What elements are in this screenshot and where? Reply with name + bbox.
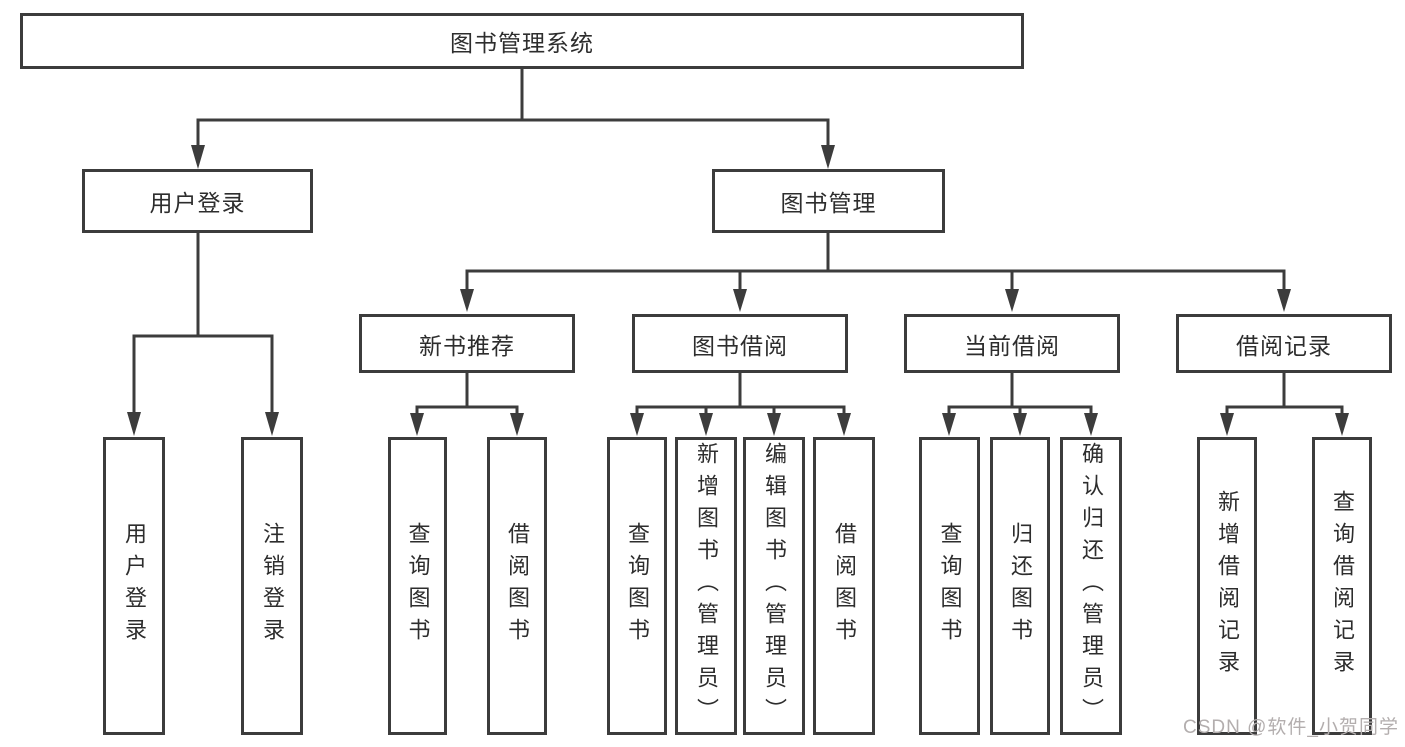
node-label: 图书管理系统: [450, 30, 594, 56]
leaf-add-borrow-record: 新增借阅记录: [1197, 437, 1257, 735]
leaf-return-book: 归还图书: [990, 437, 1050, 735]
node-book-management: 图书管理: [712, 169, 945, 233]
node-current-borrow: 当前借阅: [904, 314, 1120, 373]
node-borrow-record: 借阅记录: [1176, 314, 1392, 373]
node-label: 新书推荐: [419, 332, 515, 359]
node-user-login: 用户登录: [82, 169, 313, 233]
csdn-watermark: CSDN @软件_小贺同学: [1183, 717, 1399, 738]
connector-new-book-children: [410, 373, 524, 436]
connector-current-borrow-children: [942, 373, 1098, 436]
node-label: 用户登录: [149, 190, 246, 216]
node-new-book-recommend: 新书推荐: [359, 314, 575, 373]
node-label: 借阅图书: [505, 522, 530, 650]
leaf-query-book: 查询图书: [607, 437, 667, 735]
node-label: 图书借阅: [692, 332, 788, 359]
node-label: 编辑图书（管理员）: [762, 442, 787, 730]
node-root-system: 图书管理系统: [20, 13, 1024, 69]
leaf-query-borrow-record: 查询借阅记录: [1312, 437, 1372, 735]
leaf-borrow-book-recommend: 借阅图书: [487, 437, 547, 735]
node-label: 查询图书: [625, 522, 650, 650]
leaf-logout: 注销登录: [241, 437, 303, 735]
node-book-borrow: 图书借阅: [632, 314, 848, 373]
node-label: 借阅图书: [832, 522, 857, 650]
node-label: 图书管理: [780, 190, 877, 216]
node-label: 新增借阅记录: [1215, 490, 1240, 682]
connector-book-borrow-children: [630, 373, 851, 436]
leaf-add-book-admin: 新增图书（管理员）: [675, 437, 737, 735]
connector-book-management-to-level3: [460, 233, 1291, 312]
node-label: 查询借阅记录: [1330, 490, 1355, 682]
node-label: 归还图书: [1008, 522, 1033, 650]
connector-root-to-level2: [191, 69, 835, 169]
node-label: 查询图书: [937, 522, 963, 650]
leaf-borrow-book: 借阅图书: [813, 437, 875, 735]
node-label: 新增图书（管理员）: [694, 442, 719, 730]
leaf-query-book-recommend: 查询图书: [388, 437, 447, 735]
leaf-edit-book-admin: 编辑图书（管理员）: [743, 437, 805, 735]
node-label: 确认归还（管理员）: [1079, 442, 1104, 730]
node-label: 借阅记录: [1236, 332, 1332, 359]
leaf-query-current-book: 查询图书: [919, 437, 980, 735]
connector-user-login-children: [127, 233, 279, 436]
leaf-confirm-return-admin: 确认归还（管理员）: [1060, 437, 1122, 735]
node-label: 查询图书: [405, 522, 431, 650]
leaf-user-login: 用户登录: [103, 437, 165, 735]
connector-borrow-record-children: [1220, 373, 1349, 436]
node-label: 用户登录: [122, 522, 147, 650]
node-label: 注销登录: [260, 522, 285, 650]
node-label: 当前借阅: [964, 332, 1060, 359]
